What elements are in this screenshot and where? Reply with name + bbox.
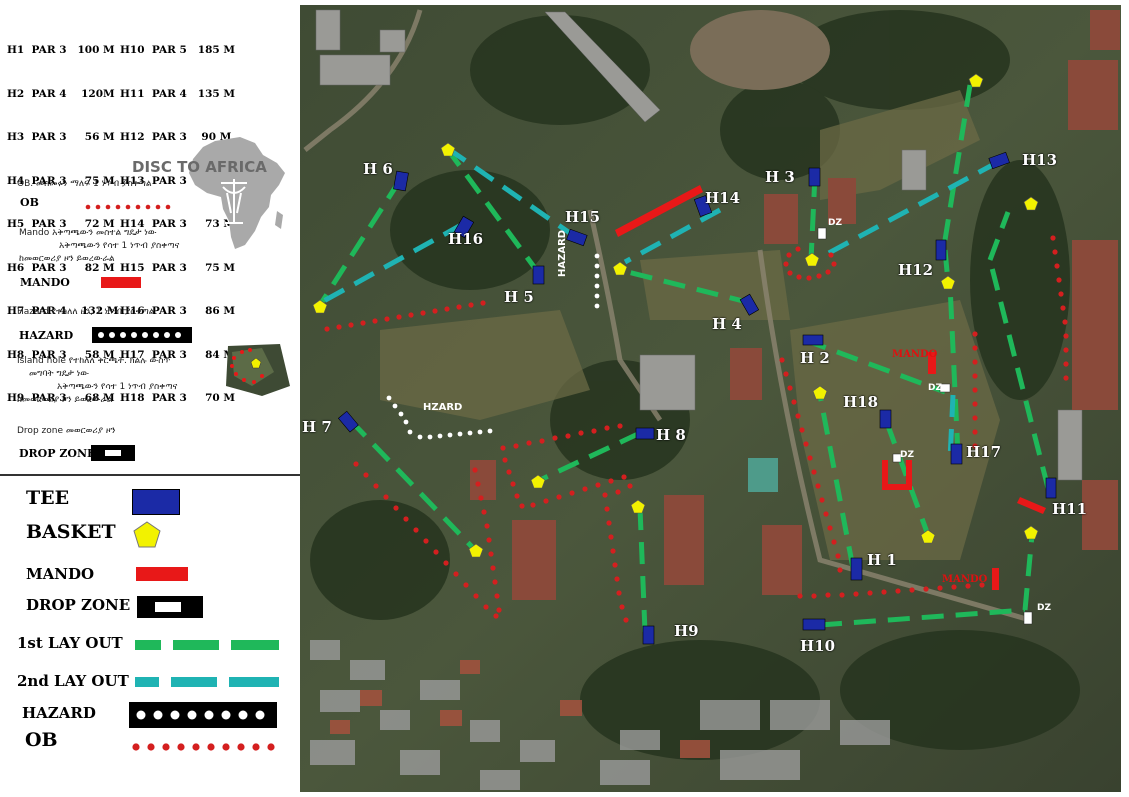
hole-label-1: H 1 xyxy=(867,551,897,569)
mando-label-10: MANDO xyxy=(942,574,988,585)
par-list-back: H10 PAR 5 185 M H11 PAR 4 135 M H12 PAR … xyxy=(120,14,235,435)
legend-basket-label: BASKET xyxy=(26,521,116,543)
island-note-line: Island hole የተከለለ ቅርጫት. ክልሉ ውስጥ xyxy=(17,356,171,366)
legend-hazard-swatch xyxy=(129,702,277,728)
par-row: H1 PAR 3 100 M xyxy=(7,44,115,56)
hole-label-3: H 3 xyxy=(765,168,795,186)
par-row: H10 PAR 5 185 M xyxy=(120,44,235,56)
hole-label-10: H10 xyxy=(800,637,836,655)
legend-hazard-label: HAZARD xyxy=(22,704,96,722)
legend-layout2-swatch xyxy=(135,677,279,687)
hole-label-8: H 8 xyxy=(656,426,686,444)
par-row: H18 PAR 3 70 M xyxy=(120,392,235,404)
hole-label-2: H 2 xyxy=(800,349,830,367)
hole-label-15: H15 xyxy=(565,208,601,226)
par-row: H4 PAR 3 75 M xyxy=(7,174,115,187)
hole-label-13: H13 xyxy=(1022,151,1058,169)
dz-label-10: DZ xyxy=(1037,603,1051,613)
course-map-drawing xyxy=(300,5,1121,792)
hazard-note: Hazard የተከለለ ዞን, 1 ነጥብ ያስቀጣል xyxy=(17,307,155,317)
hole-label-11: H11 xyxy=(1052,500,1088,518)
dz-label-2: DZ xyxy=(928,383,942,393)
hole-label-14: H14 xyxy=(705,189,741,207)
island-hole-photo xyxy=(226,344,290,396)
par-row: H12 PAR 3 90 M xyxy=(120,131,232,143)
logo-text: DISC TO AFRICA xyxy=(132,158,267,176)
legend-layout1-swatch xyxy=(135,640,279,650)
hole-label-9: H9 xyxy=(674,622,699,640)
hole-label-16: H16 xyxy=(448,230,484,248)
legend-panel: H1 PAR 3 100 M H2 PAR 4 120M H3 PAR 3 56… xyxy=(0,0,300,797)
ob-swatch-small xyxy=(85,204,171,210)
par-row: H3 PAR 3 56 M xyxy=(7,131,115,143)
hazard-keyword: HAZARD xyxy=(19,329,74,342)
island-note: Island hole የተከለለ ቅርጫት. ክልሉ ውስጥ መግባት ግዴታ… xyxy=(17,355,177,407)
island-note-line: አቅጣጫውን የሳተ 1 ነጥብ ያስቀጣና xyxy=(57,382,178,392)
dz-label-3: DZ xyxy=(828,218,842,228)
ob-keyword: OB xyxy=(20,196,39,209)
hole-label-6: H 6 xyxy=(363,160,393,178)
par-row: H16 PAR 3 86 M xyxy=(120,305,235,317)
par-row: H15 PAR 3 75 M xyxy=(120,261,235,274)
hole-label-5: H 5 xyxy=(504,288,534,306)
legend-dropzone-swatch xyxy=(137,596,203,618)
par-row: H6 PAR 3 82 M xyxy=(7,261,115,274)
mando-label-2: MANDO xyxy=(892,349,938,360)
mando-note-line: Mando አቅጣጫውን መስተል ግዴታ ነው xyxy=(19,228,157,238)
hole-label-18: H18 xyxy=(843,393,879,411)
island-note-line: ከመወርወሪያ ዞን ይወረውራል xyxy=(17,395,113,405)
hole-label-12: H12 xyxy=(898,261,934,279)
legend-tee-swatch xyxy=(132,489,180,515)
course-map[interactable]: H 6 H16 H 5 H15 H14 H 3 H13 H12 H 4 H 2 … xyxy=(300,5,1121,792)
dz-label-18: DZ xyxy=(900,450,914,460)
island-note-line: መግባት ግዴታ ነው xyxy=(29,369,89,379)
mando-swatch-small xyxy=(101,277,141,288)
hole-label-4: H 4 xyxy=(712,315,742,333)
legend-layout1-label: 1st LAY OUT xyxy=(17,634,123,652)
legend-layout2-label: 2nd LAY OUT xyxy=(17,672,129,690)
legend-divider xyxy=(0,474,300,476)
legend-mando-label: MANDO xyxy=(26,565,95,583)
legend-dropzone-label: DROP ZONE xyxy=(26,596,131,614)
hazard-swatch-small xyxy=(92,327,192,343)
dz-keyword: DROP ZONE xyxy=(19,447,96,460)
par-row: H11 PAR 4 135 M xyxy=(120,87,235,100)
mando-note-line: አቅጣጫውን የሳተ 1 ነጥብ ያስቀጣና xyxy=(59,241,180,251)
legend-tee-label: TEE xyxy=(26,487,70,509)
par-row: H9 PAR 3 68 M xyxy=(7,392,115,404)
hole-label-7: H 7 xyxy=(302,418,332,436)
hole-label-17: H17 xyxy=(966,443,1002,461)
legend-mando-swatch xyxy=(136,567,188,581)
par-list-front: H1 PAR 3 100 M H2 PAR 4 120M H3 PAR 3 56… xyxy=(7,14,118,435)
par-row: H7 PAR 4 132 M xyxy=(7,305,119,317)
par-row: H8 PAR 3 58 M xyxy=(7,348,115,361)
ob-note: OB. መስመሩን ማለፍ 1 ነጥብ ያስቀጣል xyxy=(17,179,152,189)
par-row: H5 PAR 3 72 M xyxy=(7,218,115,230)
legend-basket-icon xyxy=(133,521,161,548)
mando-keyword: MANDO xyxy=(20,276,70,289)
legend-ob-label: OB xyxy=(25,729,58,751)
dz-swatch-small xyxy=(91,445,135,461)
africa-logo-icon xyxy=(189,137,285,249)
hazard-label-vertical: HAZARD xyxy=(557,229,568,277)
par-row: H2 PAR 4 120M xyxy=(7,87,115,100)
hazard-label-field: HZARD xyxy=(423,402,463,413)
dz-note: Drop zone መወርወሪያ ዞን xyxy=(17,426,116,436)
legend-ob-swatch xyxy=(132,743,275,751)
mando-note: Mando አቅጣጫውን መስተል ግዴታ ነው አቅጣጫውን የሳተ 1 ነጥ… xyxy=(19,227,179,266)
mando-note-line: ከመወርወሪያ ዞን ይወረውራል xyxy=(19,254,115,264)
